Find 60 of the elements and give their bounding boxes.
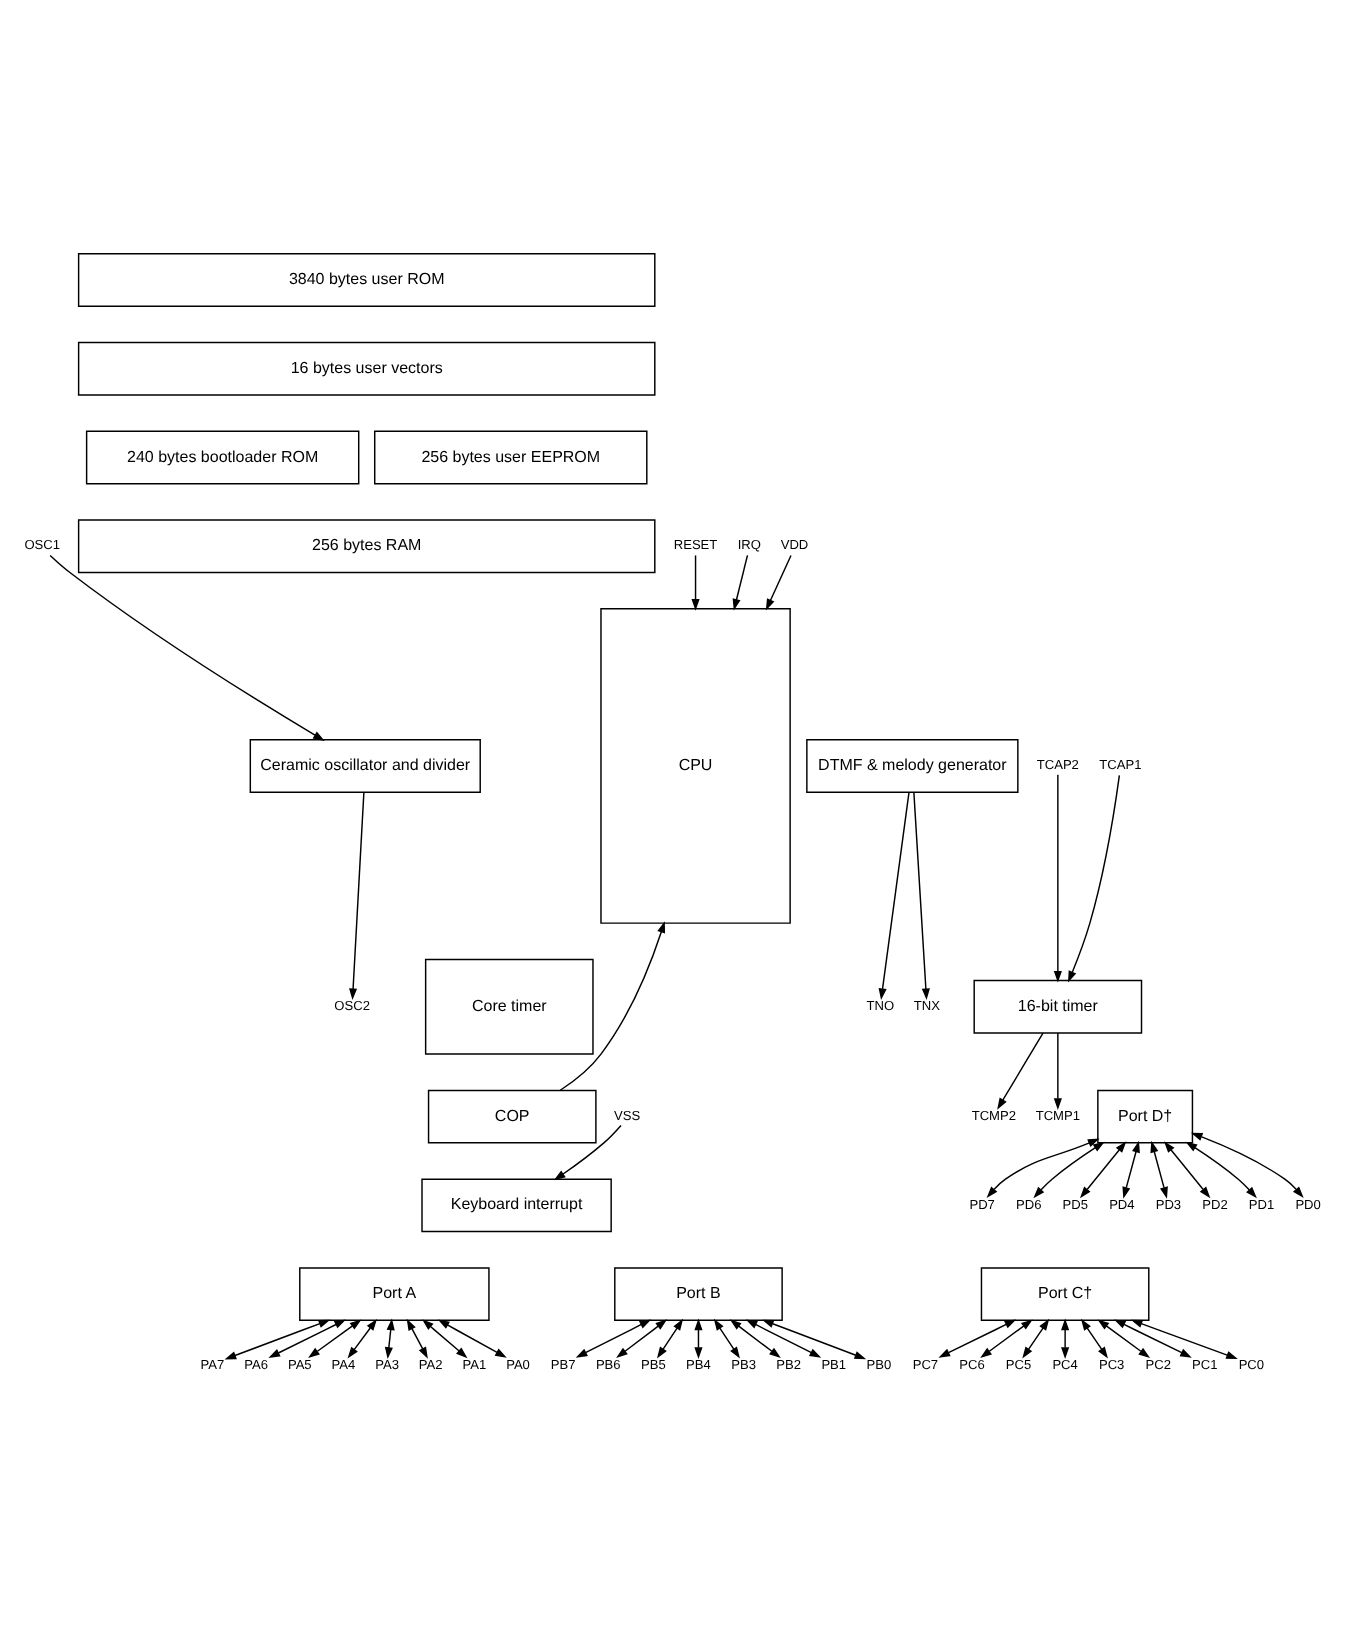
node-box: 16-bit timer [973,979,1143,1034]
arrow [406,1318,428,1359]
arrow [575,1319,652,1358]
arrow [553,1124,622,1181]
arrow [49,554,325,741]
arrow [347,1318,378,1359]
arrow [1130,1319,1238,1359]
node-box: 256 bytes RAM [77,519,656,574]
node-box: DTMF & melody generator [806,739,1019,793]
node-box: 3840 bytes user ROM [77,253,656,307]
arrow [1061,1318,1070,1359]
arrow [1080,1318,1108,1359]
arrow [713,1318,740,1359]
node-box: 240 bytes bootloader ROM [85,430,360,485]
arrow [997,1032,1044,1110]
arrow [224,1319,331,1360]
node-box: COP [427,1089,597,1144]
arrow [349,791,365,1001]
arrow [308,1319,362,1358]
arrow [656,1318,684,1359]
arrow [1022,1318,1050,1359]
arrow [1163,1141,1211,1199]
node-box: Ceramic oscillator and divider [249,739,481,793]
node-box: Port D† [1097,1089,1194,1144]
arrow [980,1319,1033,1358]
node-box: 16 bytes user vectors [77,341,656,396]
arrow [878,791,910,1001]
arrow [913,791,930,1001]
node-box: Port A [299,1267,490,1322]
arrow [268,1319,347,1358]
node-box: Keyboard interrupt [421,1178,612,1233]
arrow [745,1319,822,1358]
arrow [384,1318,395,1359]
arrow [1079,1141,1127,1199]
node-box: CPU [600,608,791,924]
node-box: 256 bytes user EEPROM [374,430,648,485]
arrow [1053,774,1062,983]
arrow [986,1138,1100,1198]
arrow [1053,1032,1062,1110]
arrow [1190,1132,1304,1198]
arrow [559,921,666,1091]
arrow [437,1319,507,1358]
arrow [732,554,749,611]
arrow [1185,1141,1257,1199]
node-box: Core timer [424,958,594,1055]
arrow [1097,1319,1151,1358]
arrow [1150,1140,1168,1199]
arrow [1033,1141,1105,1199]
arrow [1122,1140,1140,1199]
arrow [765,554,792,611]
arrow [1068,774,1121,983]
arrow [691,554,700,611]
node-box: Port B [614,1267,783,1322]
arrow [729,1319,781,1359]
node-box: Port C† [980,1267,1150,1322]
arrow [762,1319,867,1360]
arrow [616,1319,668,1359]
arrow [1113,1319,1192,1358]
arrow [938,1319,1017,1358]
arrow [422,1319,468,1359]
